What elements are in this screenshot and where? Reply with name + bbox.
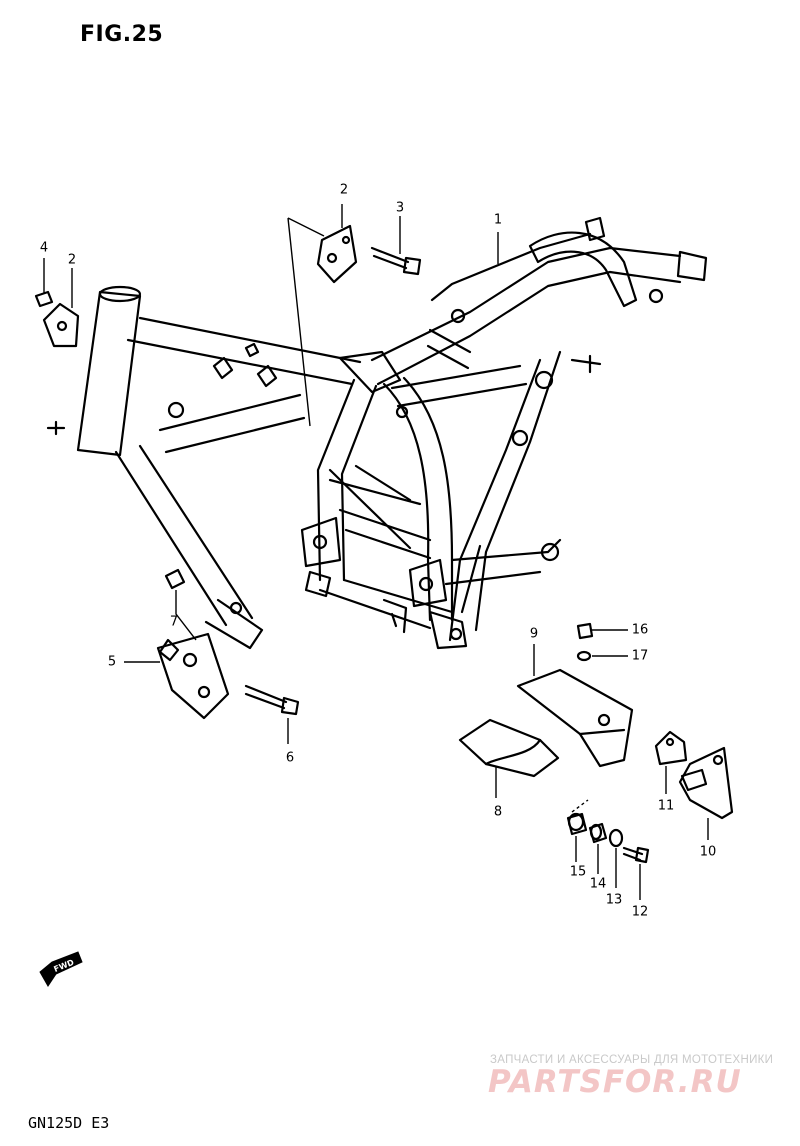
model-code: GN125D E3	[28, 1114, 110, 1132]
callout-15: 15	[569, 864, 587, 880]
leader-7	[175, 590, 197, 641]
callout-14: 14	[589, 876, 607, 892]
washer-17	[576, 650, 592, 662]
bolt-6	[244, 684, 300, 716]
callout-9: 9	[529, 626, 539, 642]
nut-4	[34, 290, 54, 308]
callout-10: 10	[699, 844, 717, 860]
callout-7: 7	[169, 614, 179, 630]
callout-1: 1	[493, 212, 503, 228]
callout-8: 8	[493, 804, 503, 820]
figure-title: FIG.25	[80, 22, 164, 47]
bolt-12	[622, 846, 650, 864]
nut-16	[576, 622, 594, 640]
callout-11: 11	[657, 798, 675, 814]
gusset-plate-upper	[316, 224, 358, 284]
fwd-arrow: FWD	[39, 951, 83, 987]
callout-6: 6	[285, 750, 295, 766]
bracket-10	[678, 746, 734, 820]
callout-16: 16	[631, 622, 649, 638]
collar-14	[588, 822, 608, 844]
cushion-15	[566, 812, 588, 836]
cover-9	[516, 668, 634, 768]
leader-2a-extra	[287, 217, 325, 427]
callout-13: 13	[605, 892, 623, 908]
nut-7	[164, 568, 186, 590]
bolt-3	[370, 246, 422, 276]
callout-12: 12	[631, 904, 649, 920]
engine-bracket-5	[156, 632, 230, 720]
watermark-tagline: ЗАПЧАСТИ И АКСЕССУАРЫ ДЛЯ МОТОТЕХНИКИ	[490, 1054, 774, 1066]
washer-13	[608, 828, 624, 848]
plate-left	[42, 302, 80, 348]
clamp-11	[654, 730, 688, 766]
callout-5: 5	[107, 654, 117, 670]
watermark-logo: PARTSFOR.RU	[488, 1064, 742, 1100]
callout-3: 3	[395, 200, 405, 216]
callout-17: 17	[631, 648, 649, 664]
callout-2b: 2	[67, 252, 77, 268]
callout-4: 4	[39, 240, 49, 256]
callout-2a: 2	[339, 182, 349, 198]
frame-guard-8	[458, 718, 560, 778]
main-frame	[46, 216, 708, 650]
leader-15-dash	[571, 799, 589, 813]
